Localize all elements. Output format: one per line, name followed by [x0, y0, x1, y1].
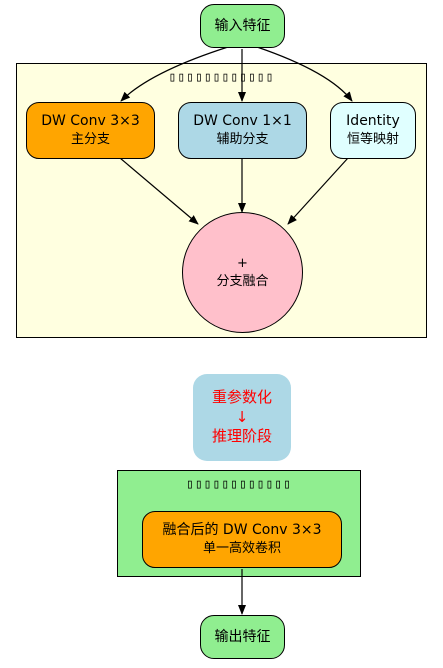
output-node: 输出特征: [200, 615, 285, 659]
dw3-title: DW Conv 3×3: [41, 113, 140, 130]
identity-node: Identity 恒等映射: [330, 102, 416, 159]
reparam-arrow: ↓: [235, 407, 249, 426]
fuse-node: + 分支融合: [182, 212, 303, 333]
input-node: 输入特征: [200, 4, 285, 48]
input-label: 输入特征: [214, 17, 271, 34]
identity-subtitle: 恒等映射: [346, 132, 399, 148]
fuse-label: 分支融合: [216, 273, 269, 289]
training-cluster-label: ▯▯▯▯▯▯▯▯▯▯▯▯: [168, 70, 275, 85]
identity-title: Identity: [346, 113, 400, 130]
fused-conv-subtitle: 单一高效卷积: [202, 541, 281, 557]
edge-identity-fuse: [287, 157, 349, 225]
inference-cluster-label: ▯▯▯▯▯▯▯▯▯▯▯▯: [186, 477, 292, 492]
edge-input-identity: [256, 46, 353, 102]
reparam-subtitle: 推理阶段: [211, 427, 272, 446]
edge-dw3-fuse: [119, 157, 199, 225]
dw1-node: DW Conv 1×1 辅助分支: [178, 102, 307, 159]
fuse-plus: +: [237, 255, 248, 271]
reparam-title: 重参数化: [211, 388, 272, 407]
dw1-title: DW Conv 1×1: [193, 113, 292, 130]
reparam-note: 重参数化 ↓ 推理阶段: [193, 374, 291, 461]
dw1-subtitle: 辅助分支: [216, 132, 269, 148]
edge-input-dw3: [120, 46, 229, 102]
dw3-subtitle: 主分支: [70, 132, 110, 148]
output-label: 输出特征: [214, 628, 271, 645]
dw3-node: DW Conv 3×3 主分支: [26, 102, 155, 159]
fused-conv-node: 融合后的 DW Conv 3×3 单一高效卷积: [142, 511, 342, 568]
fused-conv-title: 融合后的 DW Conv 3×3: [162, 522, 322, 539]
